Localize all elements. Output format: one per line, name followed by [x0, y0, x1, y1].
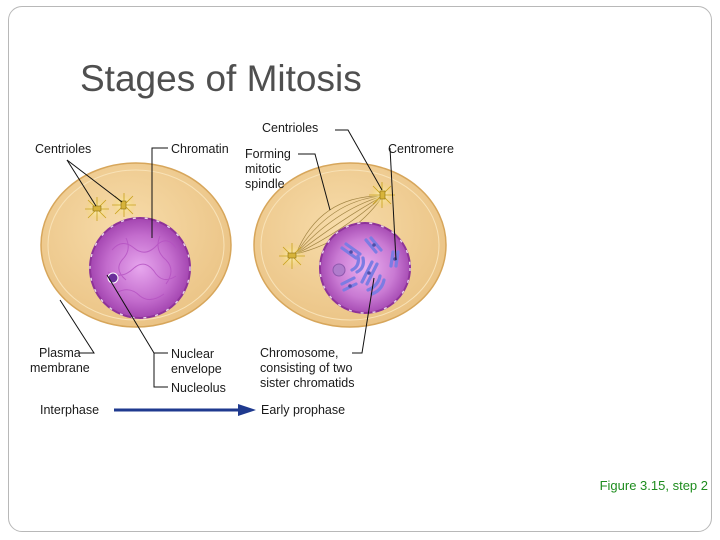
- label-nucleolus: Nucleolus: [171, 381, 226, 395]
- nucleolus: [107, 272, 119, 284]
- slide-title: Stages of Mitosis: [80, 58, 362, 99]
- label-centromere: Centromere: [388, 142, 454, 156]
- leader-lines: [59, 129, 397, 388]
- label-nuclear-envelope: Nuclear envelope: [171, 347, 222, 376]
- prophase-centrioles: [279, 182, 395, 269]
- interphase-nuclear-envelope: [89, 217, 191, 319]
- interphase-cytoplasm-inner: [47, 169, 225, 321]
- label-centrioles-left: Centrioles: [35, 142, 92, 156]
- label-chromosome: Chromosome, consisting of two sister chr…: [260, 346, 355, 390]
- label-plasma-membrane: Plasma membrane: [30, 346, 90, 375]
- stage-arrow: [114, 404, 256, 416]
- stage-label-interphase: Interphase: [40, 403, 100, 417]
- interphase-cell: [40, 162, 232, 328]
- chromatin: [107, 235, 177, 300]
- figure-caption: Figure 3.15, step 2: [599, 478, 708, 493]
- label-forming-spindle: Forming mitotic spindle: [245, 147, 291, 191]
- chromosomes: [340, 236, 400, 296]
- prophase-cell: [253, 162, 447, 328]
- label-centrioles-top: Centrioles: [262, 121, 319, 135]
- stage-label-early-prophase: Early prophase: [261, 403, 346, 417]
- label-chromatin: Chromatin: [171, 142, 229, 156]
